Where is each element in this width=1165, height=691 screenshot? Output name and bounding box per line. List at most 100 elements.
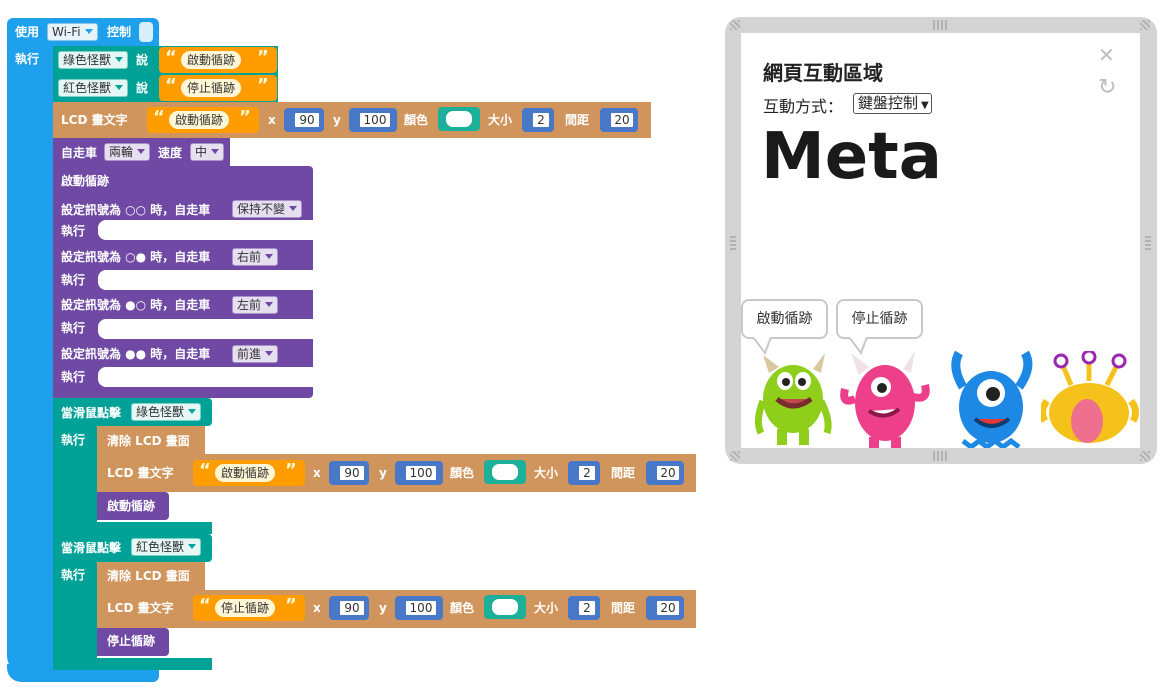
x-input[interactable]: 90 xyxy=(292,110,322,130)
mode-label: 互動方式： xyxy=(763,97,844,116)
pink-monster-sprite[interactable] xyxy=(839,349,931,448)
chevron-down-icon xyxy=(115,57,124,62)
say-label: 說 xyxy=(136,81,149,95)
size-input[interactable]: 2 xyxy=(576,463,598,483)
blue-monster-sprite[interactable] xyxy=(949,347,1035,448)
exec-label: 執行 xyxy=(61,568,86,582)
color-picker[interactable] xyxy=(484,595,526,619)
chevron-down-icon xyxy=(265,351,274,356)
sprite-green-dropdown[interactable]: 綠色怪獸 xyxy=(58,51,129,69)
rule-action-dropdown[interactable]: 前進 xyxy=(232,345,279,363)
resize-grip-right[interactable] xyxy=(1145,236,1151,250)
resize-grip-corner-bl[interactable] xyxy=(730,451,740,461)
chevron-down-icon xyxy=(265,302,274,307)
yellow-monster-sprite[interactable] xyxy=(1041,351,1139,448)
y-input[interactable]: 100 xyxy=(403,463,439,483)
lcd-clear-block[interactable] xyxy=(97,426,205,454)
event-label: 當滑鼠點擊 xyxy=(61,541,122,555)
color-label: 顏色 xyxy=(450,601,475,615)
x-label: x xyxy=(313,601,321,615)
color-picker[interactable] xyxy=(438,107,480,131)
string-block[interactable]: “ 停止循跡 ” xyxy=(159,75,277,101)
x-input[interactable]: 90 xyxy=(337,463,367,483)
sprite-red-dropdown[interactable]: 紅色怪獸 xyxy=(58,79,129,97)
resize-grip-top[interactable] xyxy=(933,20,947,30)
rule-action-value: 右前 xyxy=(237,250,262,264)
rule-label: 設定訊號為 ●● 時，自走車 xyxy=(61,347,211,361)
rule-action-dropdown[interactable]: 保持不變 xyxy=(232,200,303,218)
lcd-clear-block[interactable] xyxy=(97,562,205,590)
use-label: 使用 xyxy=(15,25,40,39)
close-icon[interactable]: ✕ xyxy=(1098,43,1115,67)
rule-slot[interactable] xyxy=(98,367,313,387)
wheels-dropdown[interactable]: 兩輪 xyxy=(104,143,151,161)
string-value[interactable]: 停止循跡 xyxy=(215,599,276,617)
chevron-down-icon xyxy=(137,149,146,154)
start-tracking-action-block[interactable] xyxy=(97,492,169,520)
event-click-red-footer xyxy=(53,658,212,670)
open-quote-icon: “ xyxy=(199,595,211,616)
rule-exec-label: 執行 xyxy=(61,224,86,238)
size-input[interactable]: 2 xyxy=(530,110,552,130)
sprite-green-value: 綠色怪獸 xyxy=(63,53,112,67)
y-label: y xyxy=(379,466,387,480)
string-value[interactable]: 停止循跡 xyxy=(181,79,242,97)
resize-grip-left[interactable] xyxy=(730,236,736,250)
open-quote-icon: “ xyxy=(153,107,165,128)
spacing-input[interactable]: 20 xyxy=(608,110,636,130)
string-block[interactable]: “ 啟動循跡 ” xyxy=(147,107,259,133)
chevron-down-icon xyxy=(84,29,93,34)
rule-action-dropdown[interactable]: 右前 xyxy=(232,248,279,266)
sprite-red-value: 紅色怪獸 xyxy=(63,81,112,95)
rule-slot[interactable] xyxy=(98,220,313,240)
string-value[interactable]: 啟動循跡 xyxy=(181,51,242,69)
control-label: 控制 xyxy=(107,25,132,39)
speed-dropdown[interactable]: 中 xyxy=(190,143,225,161)
rule-slot[interactable] xyxy=(98,319,313,339)
close-quote-icon: ” xyxy=(257,47,269,68)
action-label: 停止循跡 xyxy=(107,634,156,648)
say-label: 說 xyxy=(136,53,149,67)
rule-action-dropdown[interactable]: 左前 xyxy=(232,296,279,314)
y-input[interactable]: 100 xyxy=(403,598,439,618)
wifi-value: Wi-Fi xyxy=(52,25,81,39)
big-text: Meta xyxy=(761,120,942,194)
x-label: x xyxy=(313,466,321,480)
resize-grip-corner-tr[interactable] xyxy=(1140,20,1150,30)
stop-tracking-action-block[interactable] xyxy=(97,628,169,656)
close-quote-icon: ” xyxy=(239,107,251,128)
event-sprite-dropdown[interactable]: 綠色怪獸 xyxy=(131,403,202,421)
resize-grip-corner-br[interactable] xyxy=(1140,451,1150,461)
speech-bubble-green: 啟動循跡 xyxy=(741,299,828,339)
refresh-icon[interactable]: ↻ xyxy=(1098,75,1117,100)
spacing-input[interactable]: 20 xyxy=(654,463,682,483)
color-picker[interactable] xyxy=(484,460,526,484)
event-sprite-dropdown[interactable]: 紅色怪獸 xyxy=(131,538,202,556)
string-block[interactable]: “ 啟動循跡 ” xyxy=(193,460,305,486)
control-empty-slot[interactable] xyxy=(139,22,153,42)
chevron-down-icon xyxy=(115,85,124,90)
string-value[interactable]: 啟動循跡 xyxy=(169,111,230,129)
event-sprite-value: 綠色怪獸 xyxy=(136,405,185,419)
green-monster-sprite[interactable] xyxy=(755,351,835,448)
lcd-clear-label: 清除 LCD 畫面 xyxy=(107,434,190,448)
size-input[interactable]: 2 xyxy=(576,598,598,618)
mode-select[interactable]: 鍵盤控制▼ xyxy=(853,93,932,114)
y-label: y xyxy=(333,113,341,127)
resize-grip-corner-tl[interactable] xyxy=(730,20,740,30)
x-input[interactable]: 90 xyxy=(337,598,367,618)
spacing-input[interactable]: 20 xyxy=(654,598,682,618)
open-quote-icon: “ xyxy=(165,47,177,68)
string-block[interactable]: “ 停止循跡 ” xyxy=(193,595,305,621)
spacing-label: 間距 xyxy=(565,113,590,127)
resize-grip-bottom[interactable] xyxy=(933,451,947,461)
string-block[interactable]: “ 啟動循跡 ” xyxy=(159,47,277,73)
chevron-down-icon xyxy=(188,409,197,414)
rule-slot[interactable] xyxy=(98,270,313,290)
panel-title: 網頁互動區域 xyxy=(763,61,883,85)
wifi-dropdown[interactable]: Wi-Fi xyxy=(47,23,98,41)
y-input[interactable]: 100 xyxy=(357,110,393,130)
wifi-control-body xyxy=(7,44,53,674)
rule-label: 設定訊號為 ○● 時，自走車 xyxy=(61,250,211,264)
string-value[interactable]: 啟動循跡 xyxy=(215,464,276,482)
